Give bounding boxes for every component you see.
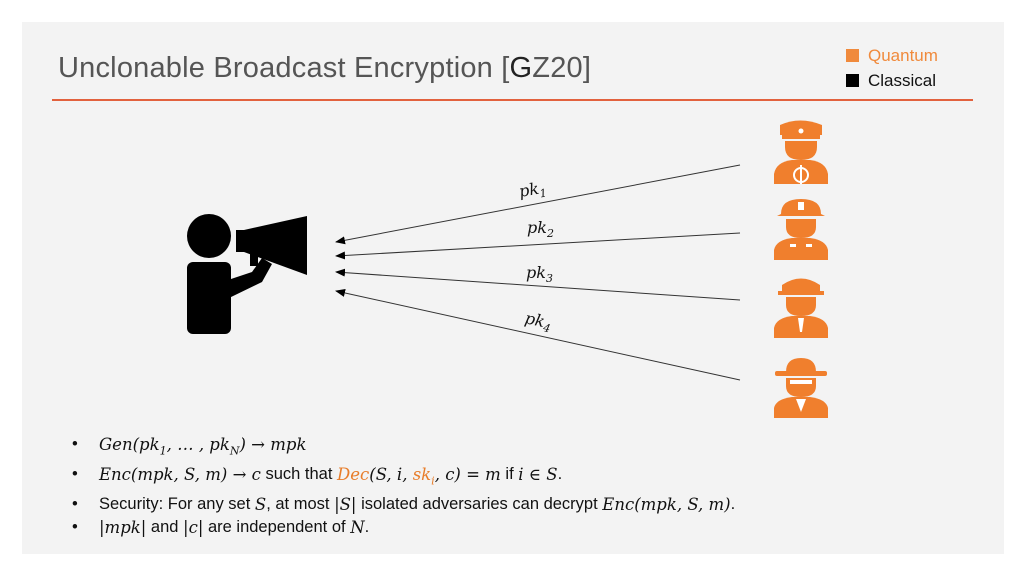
- quantum-swatch: [846, 49, 859, 62]
- spy-icon: [774, 358, 828, 418]
- bullet-enc: • Enc(mpk, S, m) → c such that Dec (S, i…: [72, 463, 735, 493]
- key-arrow-4: [335, 289, 741, 381]
- bullet-list: • Gen(pk1, … , pkN) → mpk • Enc(mpk, S, …: [72, 433, 735, 540]
- firefighter-icon: [774, 199, 828, 260]
- key-arrow-2: [335, 232, 741, 260]
- captain-icon: [774, 120, 828, 184]
- slide-background: [22, 22, 1004, 554]
- classical-swatch: [846, 74, 859, 87]
- key-label-4: pk4: [523, 308, 554, 335]
- bullet-gen: • Gen(pk1, … , pkN) → mpk: [72, 435, 307, 458]
- bullet-security: • Security: For any set S , at most |S| …: [72, 494, 736, 514]
- sk-quantum: ski: [412, 464, 435, 488]
- title-g: G: [509, 52, 533, 84]
- legend-quantum-label: Quantum: [868, 45, 938, 65]
- legend-classical-label: Classical: [868, 70, 937, 90]
- dec-quantum: Dec: [337, 464, 370, 484]
- key-label-2: pk2: [527, 218, 554, 240]
- page-title: Unclonable Broadcast Encryption [GZ20]: [58, 52, 592, 84]
- police-officer-icon: [774, 278, 828, 338]
- title-divider: [52, 99, 973, 101]
- legend: Quantum Classical: [846, 43, 938, 93]
- key-arrow-3: [335, 268, 741, 301]
- bullet-independence: • |mpk| and |c| are independent of N .: [72, 518, 370, 538]
- legend-quantum: Quantum: [846, 43, 938, 68]
- key-arrow-1: [335, 164, 741, 245]
- megaphone-person-icon: [187, 214, 307, 334]
- key-label-1: pk1: [517, 178, 547, 204]
- legend-classical: Classical: [846, 68, 938, 93]
- key-label-3: pk3: [526, 263, 553, 285]
